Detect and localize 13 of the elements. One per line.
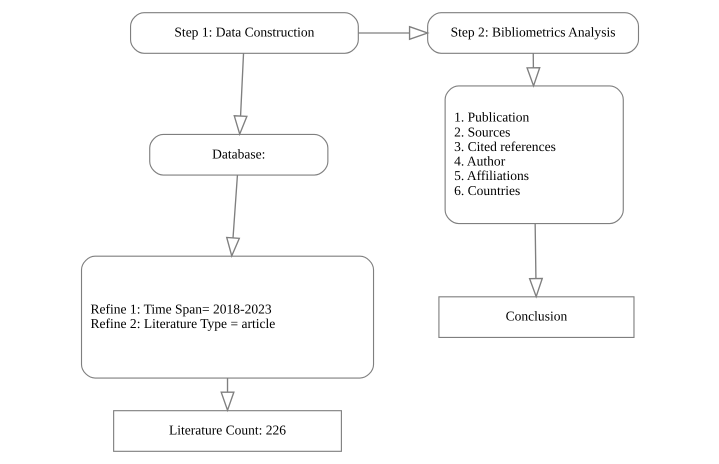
node-box: Conclusion — [438, 296, 634, 338]
arrow — [526, 53, 540, 88]
node-box: Database: — [148, 134, 328, 176]
node-box: Literature Count: 226 — [112, 410, 342, 452]
node-box: 1. Publication 2. Sources 3. Cited references 4. Author 5. Affiliations 6. Countries — [444, 85, 624, 224]
arrow — [232, 53, 248, 136]
node-box: Step 2: Bibliometrics Analysis — [426, 12, 639, 54]
arrow — [220, 378, 234, 412]
node-box: Refine 1: Time Span= 2018-2023 Refine 2: Literature Type = article — [80, 256, 374, 379]
arrow — [358, 26, 430, 40]
node-box: Step 1: Data Construction — [130, 12, 358, 54]
arrow — [225, 175, 240, 258]
arrow — [528, 224, 543, 299]
